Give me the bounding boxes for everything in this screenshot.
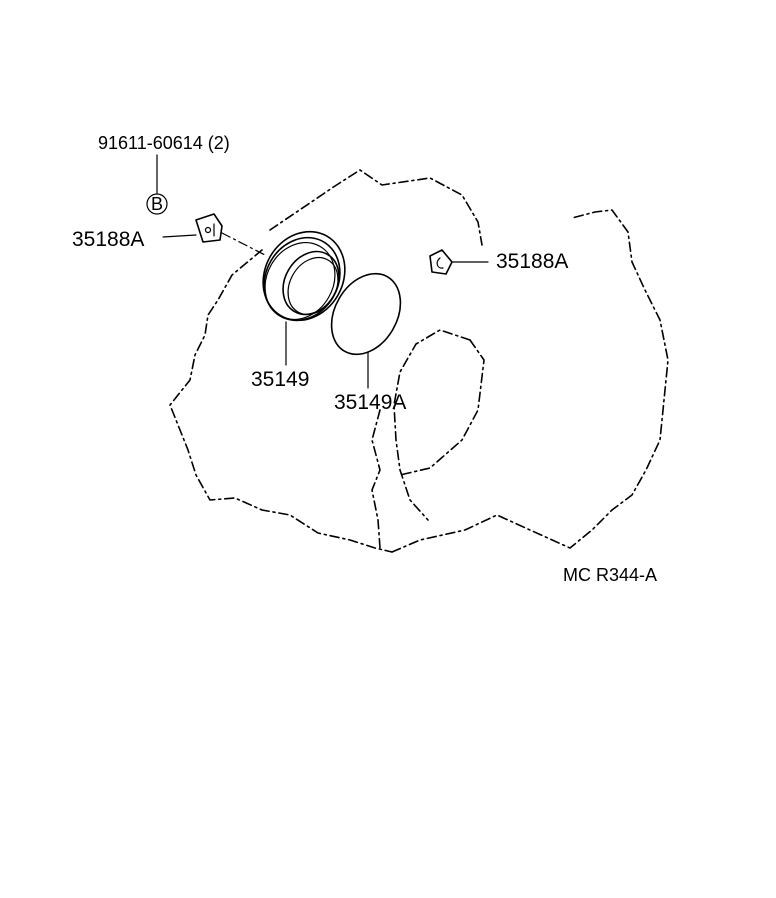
bolt-callout: B: [146, 154, 168, 215]
part-label-35149a: 35149A: [334, 391, 406, 414]
clip-35188a-right: [429, 249, 489, 275]
part-label-91611: 91611-60614 (2): [98, 133, 230, 153]
seal-35149: [262, 230, 346, 366]
part-label-35149: 35149: [251, 368, 309, 391]
diagram-code: MC R344-A: [563, 565, 657, 585]
bolt-symbol-label: B: [151, 194, 163, 214]
o-ring-35149a: [330, 272, 402, 389]
clip-35188a-left: [162, 213, 266, 256]
transmission-case-outline: [169, 169, 669, 553]
part-label-35188a-left: 35188A: [72, 228, 144, 251]
part-label-35188a-right: 35188A: [496, 250, 568, 273]
bolt-symbol-circle: [146, 193, 168, 215]
